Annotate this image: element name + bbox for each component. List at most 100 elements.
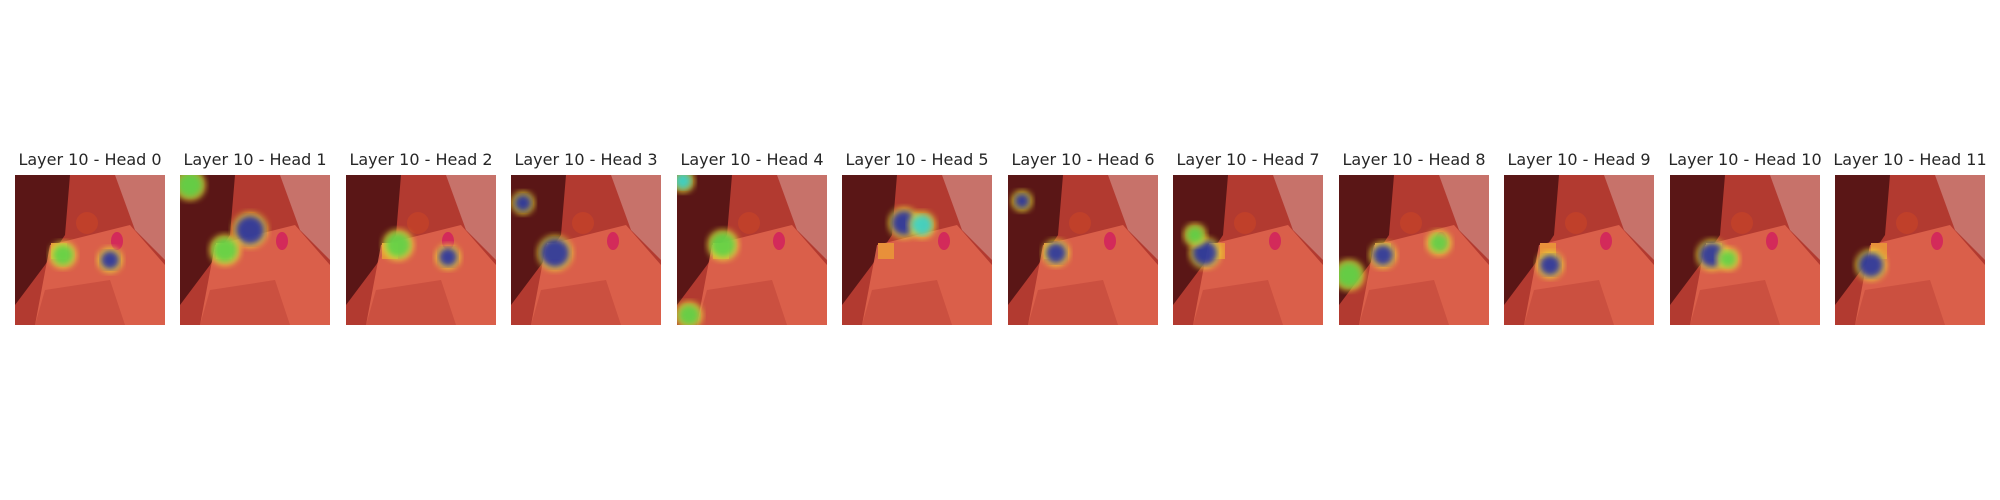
panel-title: Layer 10 - Head 8 bbox=[1342, 150, 1486, 169]
cup-object bbox=[111, 232, 123, 250]
right-wall bbox=[280, 175, 330, 260]
pot-object bbox=[572, 212, 594, 234]
panel-title: Layer 10 - Head 6 bbox=[1011, 150, 1155, 169]
attention-hotspot bbox=[1373, 245, 1393, 265]
cabinet-front bbox=[862, 280, 952, 325]
attention-hotspot bbox=[1720, 251, 1736, 267]
attention-panel: Layer 10 - Head 5 bbox=[842, 0, 992, 500]
cabinet-front bbox=[1193, 280, 1283, 325]
attention-heatmap bbox=[511, 175, 661, 325]
attention-panel: Layer 10 - Head 2 bbox=[346, 0, 496, 500]
panel-title: Layer 10 - Head 3 bbox=[514, 150, 658, 169]
attention-hotspot bbox=[541, 239, 569, 267]
attention-hotspot bbox=[386, 233, 410, 257]
attention-hotspot bbox=[439, 248, 457, 266]
right-wall bbox=[611, 175, 661, 260]
robot-arm-region bbox=[346, 175, 401, 305]
robot-arm-region bbox=[1670, 175, 1725, 305]
cup-object bbox=[1104, 232, 1116, 250]
attention-heatmap bbox=[677, 175, 827, 325]
cup-object bbox=[1600, 232, 1612, 250]
attention-panel: Layer 10 - Head 11 bbox=[1833, 0, 1987, 500]
attention-hotspot bbox=[677, 175, 691, 189]
attention-hotspot bbox=[1430, 234, 1448, 252]
right-wall bbox=[1604, 175, 1654, 260]
right-wall bbox=[1439, 175, 1489, 260]
cup-object bbox=[607, 232, 619, 250]
robot-arm-region bbox=[1835, 175, 1890, 305]
pot-object bbox=[738, 212, 760, 234]
attention-hotspot bbox=[1187, 227, 1203, 243]
attention-hotspot bbox=[1193, 241, 1217, 265]
attention-hotspot bbox=[679, 305, 699, 325]
panel-title: Layer 10 - Head 5 bbox=[845, 150, 989, 169]
attention-panel: Layer 10 - Head 4 bbox=[677, 0, 827, 500]
attention-heatmap bbox=[15, 175, 165, 325]
pot-object bbox=[1731, 212, 1753, 234]
attention-hotspot bbox=[101, 251, 119, 269]
attention-hotspot bbox=[236, 216, 264, 244]
cup-object bbox=[1269, 232, 1281, 250]
right-wall bbox=[446, 175, 496, 260]
attention-panel: Layer 10 - Head 7 bbox=[1173, 0, 1323, 500]
panel-title: Layer 10 - Head 9 bbox=[1507, 150, 1651, 169]
cup-object bbox=[1766, 232, 1778, 250]
cabinet-front bbox=[200, 280, 290, 325]
attention-heatmap bbox=[1504, 175, 1654, 325]
pot-object bbox=[1400, 212, 1422, 234]
panel-title: Layer 10 - Head 7 bbox=[1176, 150, 1320, 169]
robot-arm-region bbox=[180, 175, 235, 305]
attention-heatmap bbox=[842, 175, 992, 325]
pot-object bbox=[407, 212, 429, 234]
cup-object bbox=[938, 232, 950, 250]
attention-hotspot bbox=[1859, 253, 1883, 277]
cabinet-front bbox=[1855, 280, 1945, 325]
attention-panel: Layer 10 - Head 6 bbox=[1008, 0, 1158, 500]
panel-title: Layer 10 - Head 10 bbox=[1668, 150, 1822, 169]
right-wall bbox=[777, 175, 827, 260]
attention-panel: Layer 10 - Head 0 bbox=[15, 0, 165, 500]
attention-hotspot bbox=[53, 245, 73, 265]
right-wall bbox=[115, 175, 165, 260]
attention-hotspot bbox=[912, 215, 932, 235]
attention-heatmap bbox=[346, 175, 496, 325]
cup-object bbox=[1931, 232, 1943, 250]
attention-heatmap bbox=[1670, 175, 1820, 325]
attention-panel: Layer 10 - Head 9 bbox=[1504, 0, 1654, 500]
attention-heatmap bbox=[1835, 175, 1985, 325]
panel-title: Layer 10 - Head 2 bbox=[349, 150, 493, 169]
cabinet-front bbox=[35, 280, 125, 325]
attention-heatmap bbox=[1173, 175, 1323, 325]
robot-arm-region bbox=[842, 175, 897, 305]
cabinet-front bbox=[697, 280, 787, 325]
pot-object bbox=[1896, 212, 1918, 234]
cabinet-front bbox=[1524, 280, 1614, 325]
panel-title: Layer 10 - Head 1 bbox=[183, 150, 327, 169]
cabinet-front bbox=[1028, 280, 1118, 325]
attention-heatmap bbox=[1008, 175, 1158, 325]
cabinet-front bbox=[1359, 280, 1449, 325]
cup-object bbox=[773, 232, 785, 250]
robot-arm-region bbox=[1504, 175, 1559, 305]
attention-hotspot bbox=[1540, 255, 1560, 275]
attention-panel: Layer 10 - Head 10 bbox=[1668, 0, 1822, 500]
robot-arm-region bbox=[677, 175, 732, 305]
attention-hotspot bbox=[515, 195, 531, 211]
attention-hotspot bbox=[1339, 263, 1361, 287]
cabinet-front bbox=[531, 280, 621, 325]
panel-title: Layer 10 - Head 0 bbox=[18, 150, 162, 169]
attention-hotspot bbox=[213, 238, 237, 262]
pot-object bbox=[1565, 212, 1587, 234]
robot-arm-region bbox=[15, 175, 70, 305]
attention-hotspot bbox=[1015, 194, 1029, 208]
cabinet-front bbox=[366, 280, 456, 325]
right-wall bbox=[1273, 175, 1323, 260]
attention-heatmap bbox=[1339, 175, 1489, 325]
panel-title: Layer 10 - Head 11 bbox=[1833, 150, 1987, 169]
attention-panel: Layer 10 - Head 1 bbox=[180, 0, 330, 500]
panel-title: Layer 10 - Head 4 bbox=[680, 150, 824, 169]
cube-object bbox=[878, 243, 894, 259]
pot-object bbox=[1069, 212, 1091, 234]
attention-hotspot bbox=[180, 175, 202, 197]
